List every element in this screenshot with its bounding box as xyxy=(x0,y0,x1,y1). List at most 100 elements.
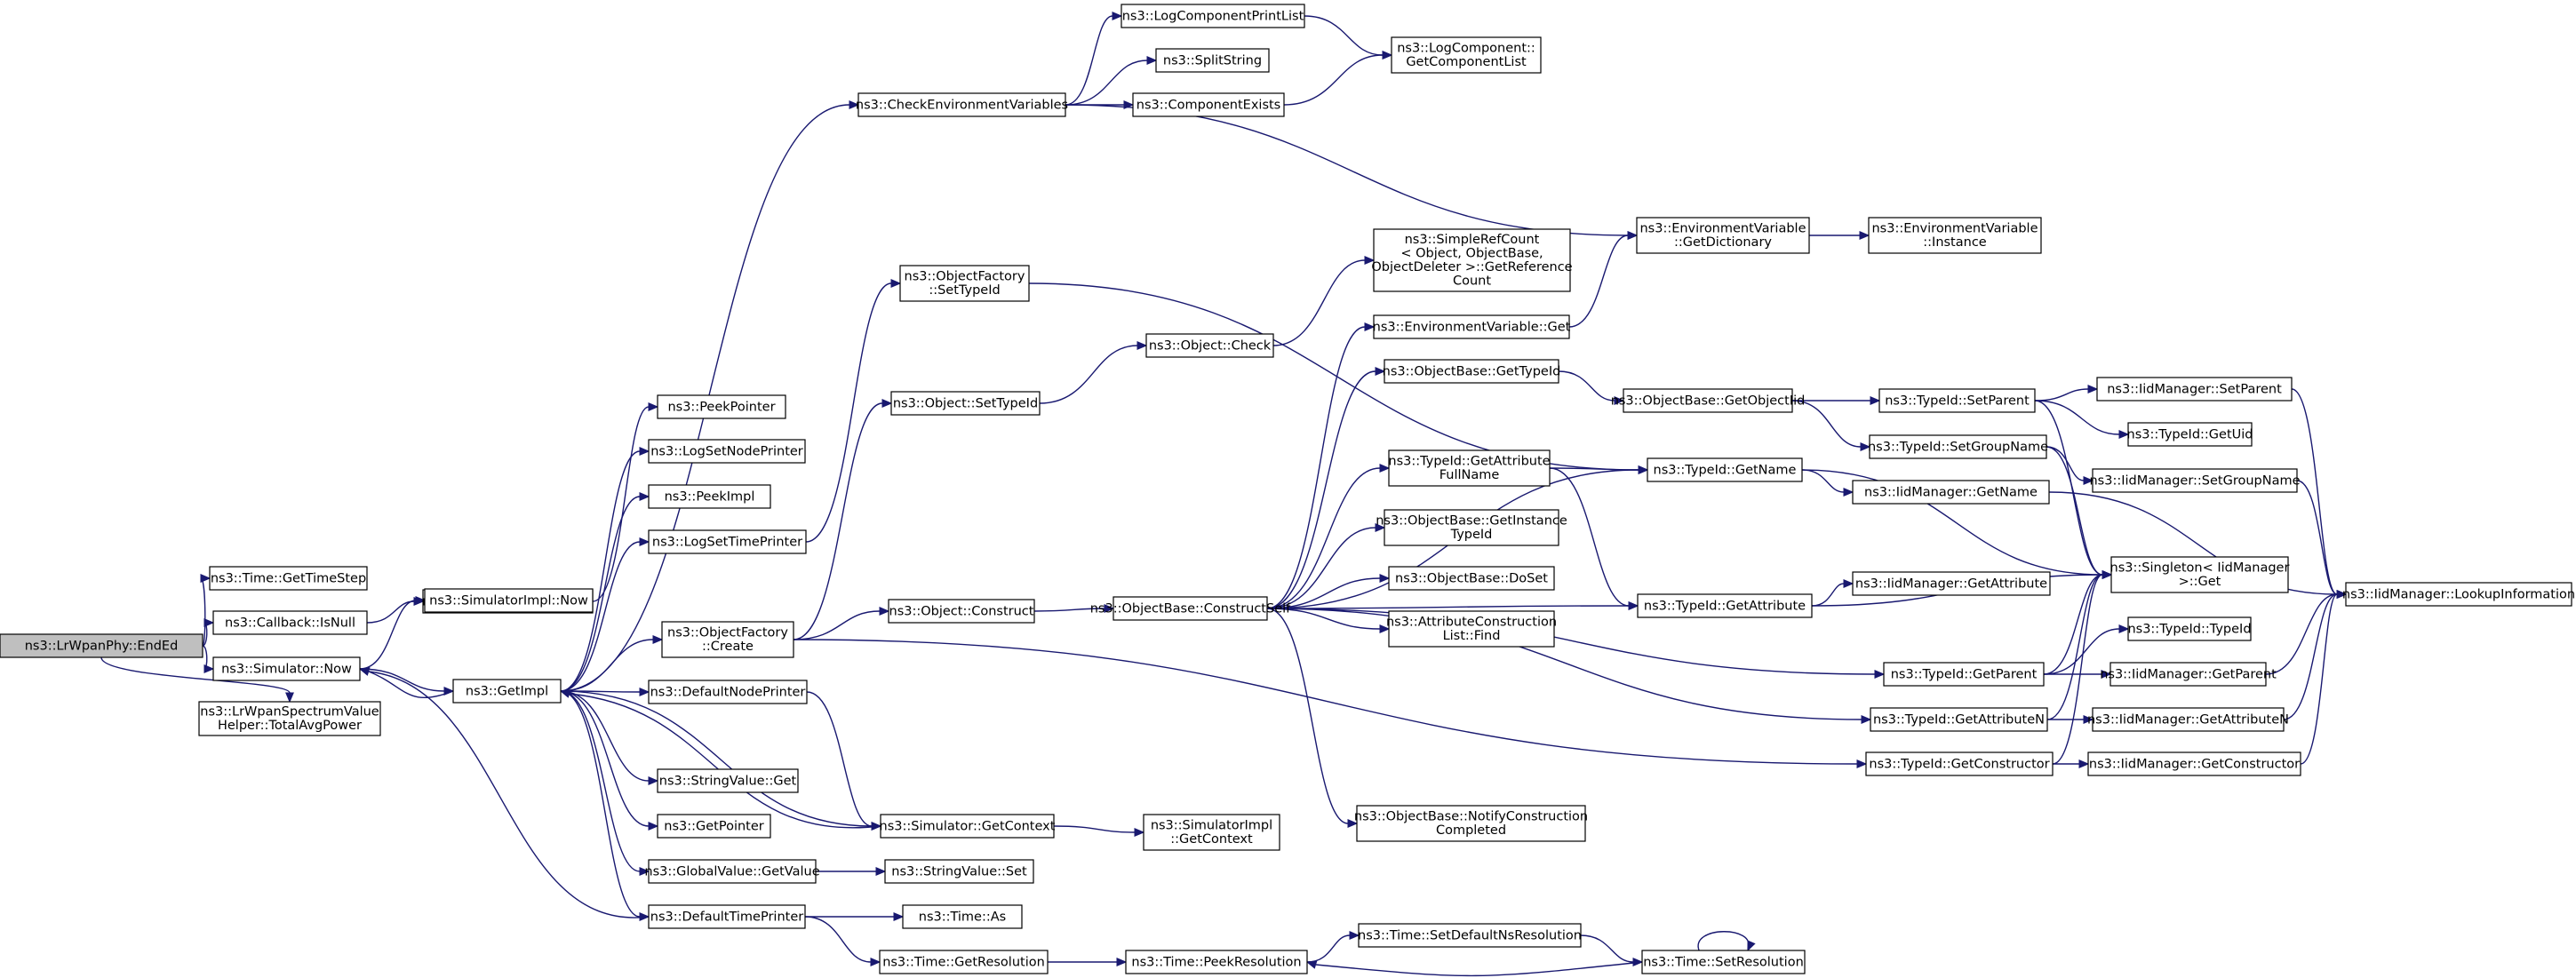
node-n31[interactable]: ns3::SimulatorImpl::GetContext xyxy=(1143,814,1280,851)
node-n46[interactable]: ns3::TypeId::GetAttribute xyxy=(1637,593,1813,618)
node-label-line: ns3::LogComponentPrintList xyxy=(1122,9,1304,23)
node-n54[interactable]: ns3::TypeId::GetAttributeN xyxy=(1870,707,2048,732)
node-n33[interactable]: ns3::LogComponent::GetComponentList xyxy=(1391,36,1542,74)
node-n61[interactable]: ns3::IidManager::GetParent xyxy=(2100,662,2277,687)
node-n52[interactable]: ns3::IidManager::GetAttribute xyxy=(1852,571,2051,596)
node-n64[interactable]: ns3::IidManager::LookupInformation xyxy=(2342,582,2575,607)
node-n35[interactable]: ns3::EnvironmentVariable::Get xyxy=(1373,314,1571,339)
node-n15[interactable]: ns3::GetPointer xyxy=(657,814,771,839)
node-n2[interactable]: ns3::Callback::IsNull xyxy=(212,610,368,635)
node-n27[interactable]: ns3::SplitString xyxy=(1155,48,1270,73)
edge-line xyxy=(368,671,650,918)
edge-arrowhead xyxy=(1347,819,1359,828)
node-n0[interactable]: ns3::LrWpanPhy::EndEd xyxy=(0,633,203,658)
edge-arrowhead xyxy=(1112,12,1123,20)
node-n10[interactable]: ns3::PeekImpl xyxy=(648,484,771,509)
node-box xyxy=(198,701,381,736)
node-n26[interactable]: ns3::LogComponentPrintList xyxy=(1121,4,1305,28)
node-n1[interactable]: ns3::Time::GetTimeStep xyxy=(209,566,368,591)
node-n44[interactable]: ns3::ObjectBase::GetObjectIid xyxy=(1611,388,1806,413)
edge-arrowhead xyxy=(1860,442,1871,451)
node-box xyxy=(212,610,368,635)
edge-line xyxy=(560,496,641,692)
node-n8[interactable]: ns3::GetImpl xyxy=(452,679,562,704)
node-n29[interactable]: ns3::Object::Check xyxy=(1145,333,1274,358)
node-n13[interactable]: ns3::DefaultNodePrinter xyxy=(648,680,808,704)
node-n18[interactable]: ns3::CheckEnvironmentVariables xyxy=(856,92,1068,117)
node-n21[interactable]: ns3::Object::Construct xyxy=(888,599,1035,624)
edge-n0-to-n4 xyxy=(100,656,294,704)
node-n53[interactable]: ns3::TypeId::GetParent xyxy=(1883,662,2045,687)
node-n56[interactable]: ns3::IidManager::SetParent xyxy=(2096,377,2293,402)
node-n45[interactable]: ns3::TypeId::GetName xyxy=(1647,457,1803,482)
edge-arrowhead xyxy=(639,447,650,456)
edge-line xyxy=(793,610,881,640)
edge-n54-to-n62 xyxy=(2047,715,2094,724)
edge-arrowhead xyxy=(203,664,215,673)
edge-line xyxy=(1053,825,1136,833)
node-label-line: ns3::ObjectBase::GetTypeId xyxy=(1383,364,1561,378)
node-n36[interactable]: ns3::ObjectBase::GetTypeId xyxy=(1383,359,1561,384)
node-n23[interactable]: ns3::StringValue::Set xyxy=(884,859,1034,884)
edge-n49-to-n57 xyxy=(2034,400,2130,439)
edge-arrowhead xyxy=(1305,960,1318,969)
node-n47[interactable]: ns3::Time::SetResolution xyxy=(1641,950,1806,974)
edge-n17-to-n25 xyxy=(804,916,881,966)
node-n50[interactable]: ns3::TypeId::SetGroupName xyxy=(1868,434,2048,459)
edge-line xyxy=(560,690,873,827)
node-n32[interactable]: ns3::Time::PeekResolution xyxy=(1125,950,1308,974)
node-n22[interactable]: ns3::Simulator::GetContext xyxy=(880,814,1056,839)
edge-n11-to-n19 xyxy=(805,279,902,543)
node-n7[interactable]: ns3::SimulatorImpl::Now xyxy=(424,588,594,613)
node-box xyxy=(1883,662,2045,687)
node-n43[interactable]: ns3::EnvironmentVariable::GetDictionary xyxy=(1636,217,1810,254)
node-n49[interactable]: ns3::TypeId::SetParent xyxy=(1878,388,2036,413)
node-box xyxy=(1637,593,1813,618)
node-n28[interactable]: ns3::ComponentExists xyxy=(1132,92,1285,117)
node-n6[interactable]: ns3::PeekPointer xyxy=(657,394,786,419)
node-n60[interactable]: ns3::TypeId::TypeId xyxy=(2127,616,2252,641)
node-n20[interactable]: ns3::Object::SetTypeId xyxy=(890,391,1041,416)
node-n55[interactable]: ns3::TypeId::GetConstructor xyxy=(1865,751,2054,776)
node-n25[interactable]: ns3::Time::GetResolution xyxy=(879,950,1049,974)
node-n58[interactable]: ns3::IidManager::SetGroupName xyxy=(2089,468,2301,493)
edge-arrowhead xyxy=(1614,396,1625,405)
node-n41[interactable]: ns3::ObjectBase::NotifyConstructionCompl… xyxy=(1354,805,1588,842)
node-n19[interactable]: ns3::ObjectFactory::SetTypeId xyxy=(899,265,1030,302)
edge-arrowhead xyxy=(1375,367,1386,376)
node-n34[interactable]: ns3::SimpleRefCount< Object, ObjectBase,… xyxy=(1371,228,1573,292)
edge-line xyxy=(1266,608,1876,675)
node-n11[interactable]: ns3::LogSetTimePrinter xyxy=(648,529,807,554)
node-n4[interactable]: ns3::LrWpanSpectrumValueHelper::TotalAvg… xyxy=(198,701,381,736)
node-n39[interactable]: ns3::ObjectBase::DoSet xyxy=(1388,566,1555,591)
node-box xyxy=(1145,333,1274,358)
node-n51[interactable]: ns3::IidManager::GetName xyxy=(1852,480,2050,505)
node-n48[interactable]: ns3::EnvironmentVariable::Instance xyxy=(1868,217,2042,254)
node-n42[interactable]: ns3::Time::SetDefaultNsResolution xyxy=(1358,923,1582,948)
edge-line xyxy=(100,656,291,694)
node-box xyxy=(1125,950,1308,974)
node-n63[interactable]: ns3::IidManager::GetConstructor xyxy=(2087,751,2301,776)
node-n24[interactable]: ns3::Time::As xyxy=(902,904,1023,929)
node-box xyxy=(1373,314,1570,339)
node-n62[interactable]: ns3::IidManager::GetAttributeN xyxy=(2087,707,2289,732)
edge-line xyxy=(1811,583,1845,607)
node-n30[interactable]: ns3::ObjectBase::ConstructSelf xyxy=(1090,596,1291,621)
node-label-line: Count xyxy=(1453,274,1491,289)
node-n16[interactable]: ns3::GlobalValue::GetValue xyxy=(644,859,820,884)
node-n57[interactable]: ns3::TypeId::GetUid xyxy=(2127,422,2253,447)
edge-n63-to-n64 xyxy=(2300,590,2348,765)
edge-n16-to-n23 xyxy=(816,867,887,876)
node-n14[interactable]: ns3::StringValue::Get xyxy=(657,768,799,793)
node-n9[interactable]: ns3::LogSetNodePrinter xyxy=(648,439,806,464)
node-label-line: ns3::EnvironmentVariable xyxy=(1639,222,1806,236)
node-n12[interactable]: ns3::ObjectFactory::Create xyxy=(661,621,794,658)
edge-line xyxy=(1801,469,2103,576)
node-n59[interactable]: ns3::Singleton< IidManager >::Get xyxy=(2110,556,2290,593)
node-n3[interactable]: ns3::Simulator::Now xyxy=(212,656,361,681)
edge-arrowhead xyxy=(2118,430,2130,439)
node-n17[interactable]: ns3::DefaultTimePrinter xyxy=(648,904,806,929)
